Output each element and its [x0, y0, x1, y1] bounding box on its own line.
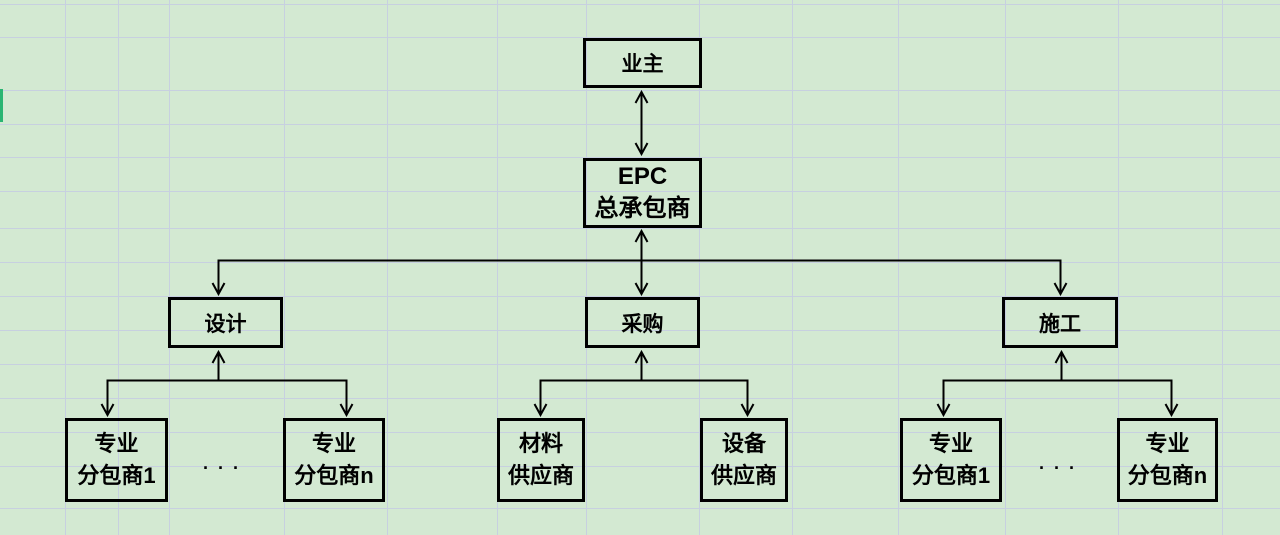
- node-procurement-label: 采购: [621, 312, 664, 336]
- node-owner-label: 业主: [621, 53, 664, 76]
- node-equipment-supplier[interactable]: 设备 供应商: [700, 418, 788, 502]
- node-equipment-supplier-label: 设备 供应商: [710, 431, 777, 488]
- row-accent-bar: [0, 89, 3, 122]
- connector-trunk-design-construction: [219, 259, 1061, 295]
- node-design-label: 设计: [204, 312, 247, 336]
- node-material-supplier-label: 材料 供应商: [507, 431, 574, 488]
- node-design[interactable]: 设计: [168, 297, 283, 348]
- ellipsis-text: · · ·: [1039, 457, 1077, 478]
- construction-subcontractors-ellipsis: · · ·: [1026, 456, 1090, 480]
- node-procurement[interactable]: 采购: [585, 297, 700, 348]
- node-material-supplier[interactable]: 材料 供应商: [497, 418, 585, 502]
- node-owner[interactable]: 业主: [583, 38, 702, 88]
- connector-construction-subs-branch: [944, 379, 1172, 416]
- node-construction-subcontractor-1-label: 专业 分包商1: [911, 431, 991, 488]
- design-subcontractors-ellipsis: · · ·: [190, 456, 254, 480]
- node-construction-subcontractor-n-label: 专业 分包商n: [1127, 431, 1208, 488]
- node-design-subcontractor-n[interactable]: 专业 分包商n: [283, 418, 385, 502]
- node-design-subcontractor-1-label: 专业 分包商1: [77, 431, 156, 488]
- node-epc-label: EPC 总承包商: [594, 163, 691, 222]
- node-epc-general-contractor[interactable]: EPC 总承包商: [583, 158, 702, 228]
- node-construction[interactable]: 施工: [1002, 297, 1118, 348]
- ellipsis-text: · · ·: [203, 457, 241, 478]
- node-construction-subcontractor-n[interactable]: 专业 分包商n: [1117, 418, 1218, 502]
- connector-procurement-suppliers-branch: [541, 379, 748, 416]
- node-construction-label: 施工: [1039, 312, 1081, 336]
- node-construction-subcontractor-1[interactable]: 专业 分包商1: [900, 418, 1002, 502]
- node-design-subcontractor-n-label: 专业 分包商n: [294, 431, 374, 488]
- node-design-subcontractor-1[interactable]: 专业 分包商1: [65, 418, 168, 502]
- connector-design-subs-branch: [108, 379, 347, 416]
